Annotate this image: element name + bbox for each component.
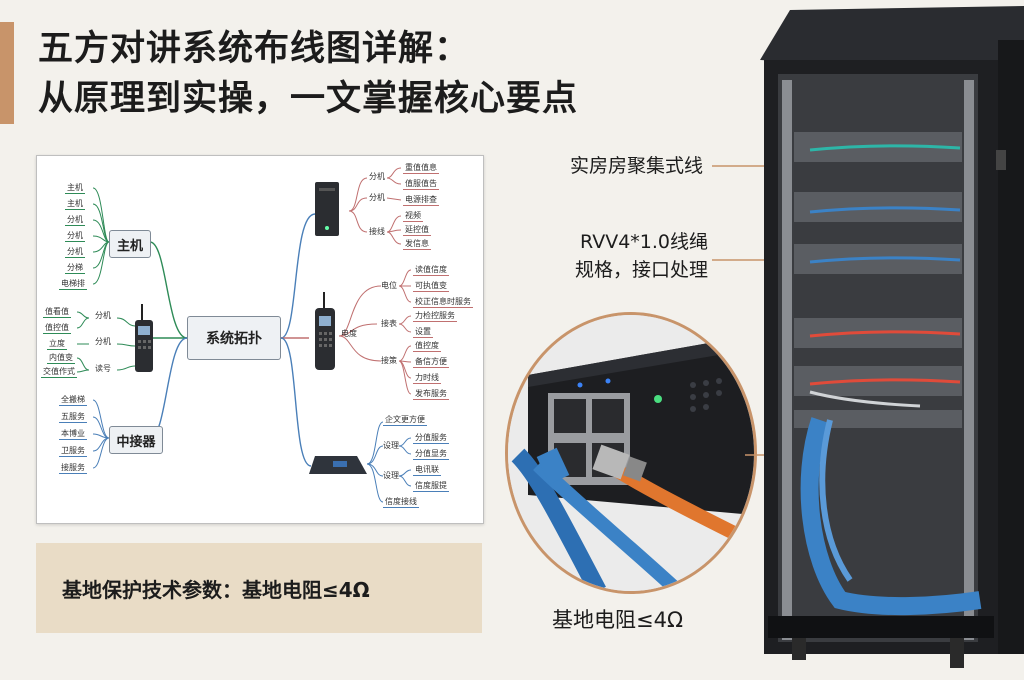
top-branch: 分机 bbox=[369, 193, 385, 202]
mid-leaf: 发布服务 bbox=[413, 389, 449, 400]
top-leaf: 重值值息 bbox=[403, 163, 439, 174]
node-center-topology: 系统拓扑 bbox=[187, 316, 281, 360]
topology-connectors bbox=[76, 167, 412, 503]
relay-leaf: 全搬梯 bbox=[59, 395, 87, 406]
top-branch: 接线 bbox=[369, 227, 385, 236]
relay-leaf: 本博业 bbox=[59, 429, 87, 440]
host-leaf: 分机 bbox=[65, 215, 85, 226]
server-rack bbox=[760, 0, 1024, 676]
relay-leaf: 卫服务 bbox=[59, 446, 87, 457]
top-leaf: 电源排查 bbox=[403, 195, 439, 206]
grounding-parameter-box: 基地保护技术参数：基地电阻≤4Ω bbox=[36, 543, 482, 633]
mid-leaf: 读值信度 bbox=[413, 265, 449, 276]
handset-branch: 分机 bbox=[95, 337, 111, 346]
relay-leaf: 五服务 bbox=[59, 412, 87, 423]
node-host: 主机 bbox=[109, 230, 151, 258]
callout-centralized-wiring: 实房房聚集式线 bbox=[570, 155, 704, 177]
bottom-branch: 设理 bbox=[383, 441, 399, 450]
bottom-leaf: 信度服提 bbox=[413, 481, 449, 492]
topology-diagram: 系统拓扑 主机 中接器 主机 主机 分机 分机 分机 分梯 电梯排 分机 分机 … bbox=[36, 155, 484, 524]
callout-cable-spec-line-2: 规格，接口处理 bbox=[574, 259, 708, 281]
host-leaf: 电梯排 bbox=[59, 279, 87, 290]
handset-branch: 分机 bbox=[95, 311, 111, 320]
bottom-leaf: 分值显务 bbox=[413, 449, 449, 460]
walkie-talkie-left-icon bbox=[135, 304, 153, 372]
node-relay: 中接器 bbox=[109, 426, 163, 454]
mid-leaf: 校正信息时服务 bbox=[413, 297, 473, 308]
bottom-branch: 设理 bbox=[383, 471, 399, 480]
top-branch: 分机 bbox=[369, 172, 385, 181]
title-line-2: 从原理到实操，一文掌握核心要点 bbox=[38, 79, 579, 119]
mid-leaf: 值控度 bbox=[413, 341, 441, 352]
title-line-1: 五方对讲系统布线图详解： bbox=[38, 29, 471, 69]
bottom-leaf: 分值服务 bbox=[413, 433, 449, 444]
mid-leaf: 力检控服务 bbox=[413, 311, 457, 322]
walkie-talkie-right-icon bbox=[315, 292, 335, 370]
top-leaf: 视频 bbox=[403, 211, 423, 222]
host-leaf: 主机 bbox=[65, 199, 85, 210]
grounding-parameter-text: 基地保护技术参数：基地电阻≤4Ω bbox=[62, 577, 370, 602]
mid-branch: 接表 bbox=[381, 319, 397, 328]
host-leaf: 主机 bbox=[65, 183, 85, 194]
mid-branch: 接策 bbox=[381, 356, 397, 365]
handset-leaf: 内值变 bbox=[47, 353, 75, 364]
host-leaf: 分梯 bbox=[65, 263, 85, 274]
host-leaf: 分机 bbox=[65, 247, 85, 258]
callout-cable-spec-line-1: RVV4*1.0线绳 bbox=[580, 231, 708, 253]
host-device-icon bbox=[315, 182, 339, 236]
top-leaf: 发信息 bbox=[403, 239, 431, 250]
mid-branch: 电位 bbox=[381, 281, 397, 290]
callout-cable-spec: RVV4*1.0线绳 规格，接口处理 bbox=[570, 228, 708, 284]
handset-leaf: 值看值 bbox=[43, 307, 71, 318]
handset-leaf: 值控值 bbox=[43, 323, 71, 334]
bottom-leaf: 企文更方便 bbox=[383, 415, 427, 426]
top-leaf: 延控值 bbox=[403, 225, 431, 236]
server-rack-illustration bbox=[760, 6, 1024, 668]
title-accent-bar bbox=[0, 22, 14, 124]
mid-leaf: 备信方便 bbox=[413, 357, 449, 368]
callout-grounding: 基地电阻≤4Ω bbox=[552, 608, 684, 632]
mid-leaf: 力时线 bbox=[413, 373, 441, 384]
rj45-closeup-lens bbox=[505, 312, 757, 594]
handset-leaf: 立度 bbox=[47, 339, 67, 350]
rj45-closeup-illustration bbox=[508, 315, 754, 591]
top-leaf: 值服值告 bbox=[403, 179, 439, 190]
page-title: 五方对讲系统布线图详解： 从原理到实操，一文掌握核心要点 bbox=[38, 24, 578, 124]
relay-device-icon bbox=[309, 456, 367, 474]
relay-leaf: 接服务 bbox=[59, 463, 87, 474]
mid-leaf: 可执值变 bbox=[413, 281, 449, 292]
mid-leaf: 设置 bbox=[413, 327, 433, 338]
mid-branch: 电度 bbox=[341, 329, 357, 338]
bottom-leaf: 电讯联 bbox=[413, 465, 441, 476]
handset-branch: 读号 bbox=[95, 364, 111, 373]
handset-leaf: 交值作式 bbox=[41, 367, 77, 378]
bottom-leaf: 信度接线 bbox=[383, 497, 419, 508]
host-leaf: 分机 bbox=[65, 231, 85, 242]
